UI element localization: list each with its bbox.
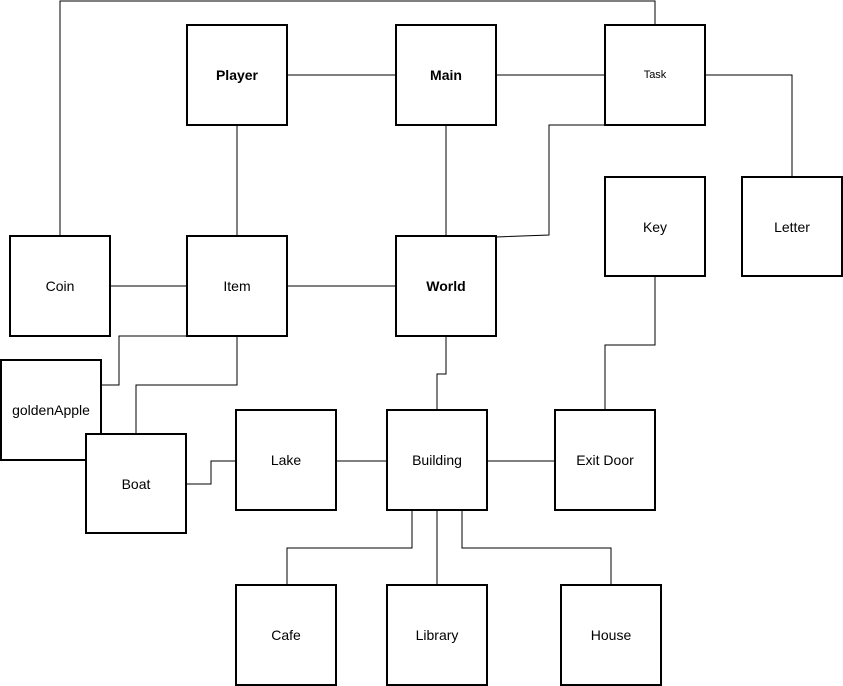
edge-world-building [436, 336, 447, 410]
connectors [59, 0, 793, 585]
node-player[interactable]: Player [186, 24, 288, 126]
node-label: Task [644, 69, 667, 81]
node-world[interactable]: World [395, 235, 497, 337]
node-library[interactable]: Library [386, 584, 488, 686]
edge-boat-lake [186, 460, 236, 485]
node-exitdoor[interactable]: Exit Door [554, 409, 656, 511]
node-label: Main [430, 67, 462, 83]
edge-task-letter [705, 74, 793, 177]
node-label: House [591, 627, 632, 643]
node-label: Coin [46, 278, 75, 294]
node-label: Exit Door [576, 452, 634, 468]
edge-building-house [461, 510, 612, 585]
node-label: Letter [774, 219, 810, 235]
node-label: Key [643, 219, 667, 235]
edge-coin-task [59, 0, 656, 236]
node-main[interactable]: Main [395, 24, 497, 126]
node-goldenapple[interactable]: goldenApple [0, 359, 102, 461]
edge-item-boat [135, 336, 238, 434]
node-label: World [426, 278, 465, 294]
edge-building-cafe [286, 510, 413, 585]
node-label: goldenApple [12, 402, 90, 418]
node-task[interactable]: Task [604, 24, 706, 126]
class-boxes: Player Main Task Coin Item World Key Le [0, 24, 843, 686]
node-lake[interactable]: Lake [235, 409, 337, 511]
node-label: Item [223, 278, 250, 294]
node-label: Lake [271, 452, 302, 468]
node-house[interactable]: House [560, 584, 662, 686]
node-item[interactable]: Item [186, 235, 288, 337]
node-building[interactable]: Building [386, 409, 488, 511]
node-boat[interactable]: Boat [85, 433, 187, 534]
node-key[interactable]: Key [604, 176, 706, 277]
node-label: Building [412, 452, 462, 468]
edge-item-goldenapple [101, 335, 187, 386]
edge-task-world [495, 124, 655, 238]
node-cafe[interactable]: Cafe [235, 584, 337, 686]
node-label: Boat [122, 476, 151, 492]
node-letter[interactable]: Letter [741, 176, 843, 277]
node-coin[interactable]: Coin [9, 235, 111, 337]
node-label: Player [216, 67, 259, 83]
node-label: Cafe [271, 627, 301, 643]
edge-key-exitdoor [604, 276, 656, 410]
node-label: Library [416, 627, 459, 643]
